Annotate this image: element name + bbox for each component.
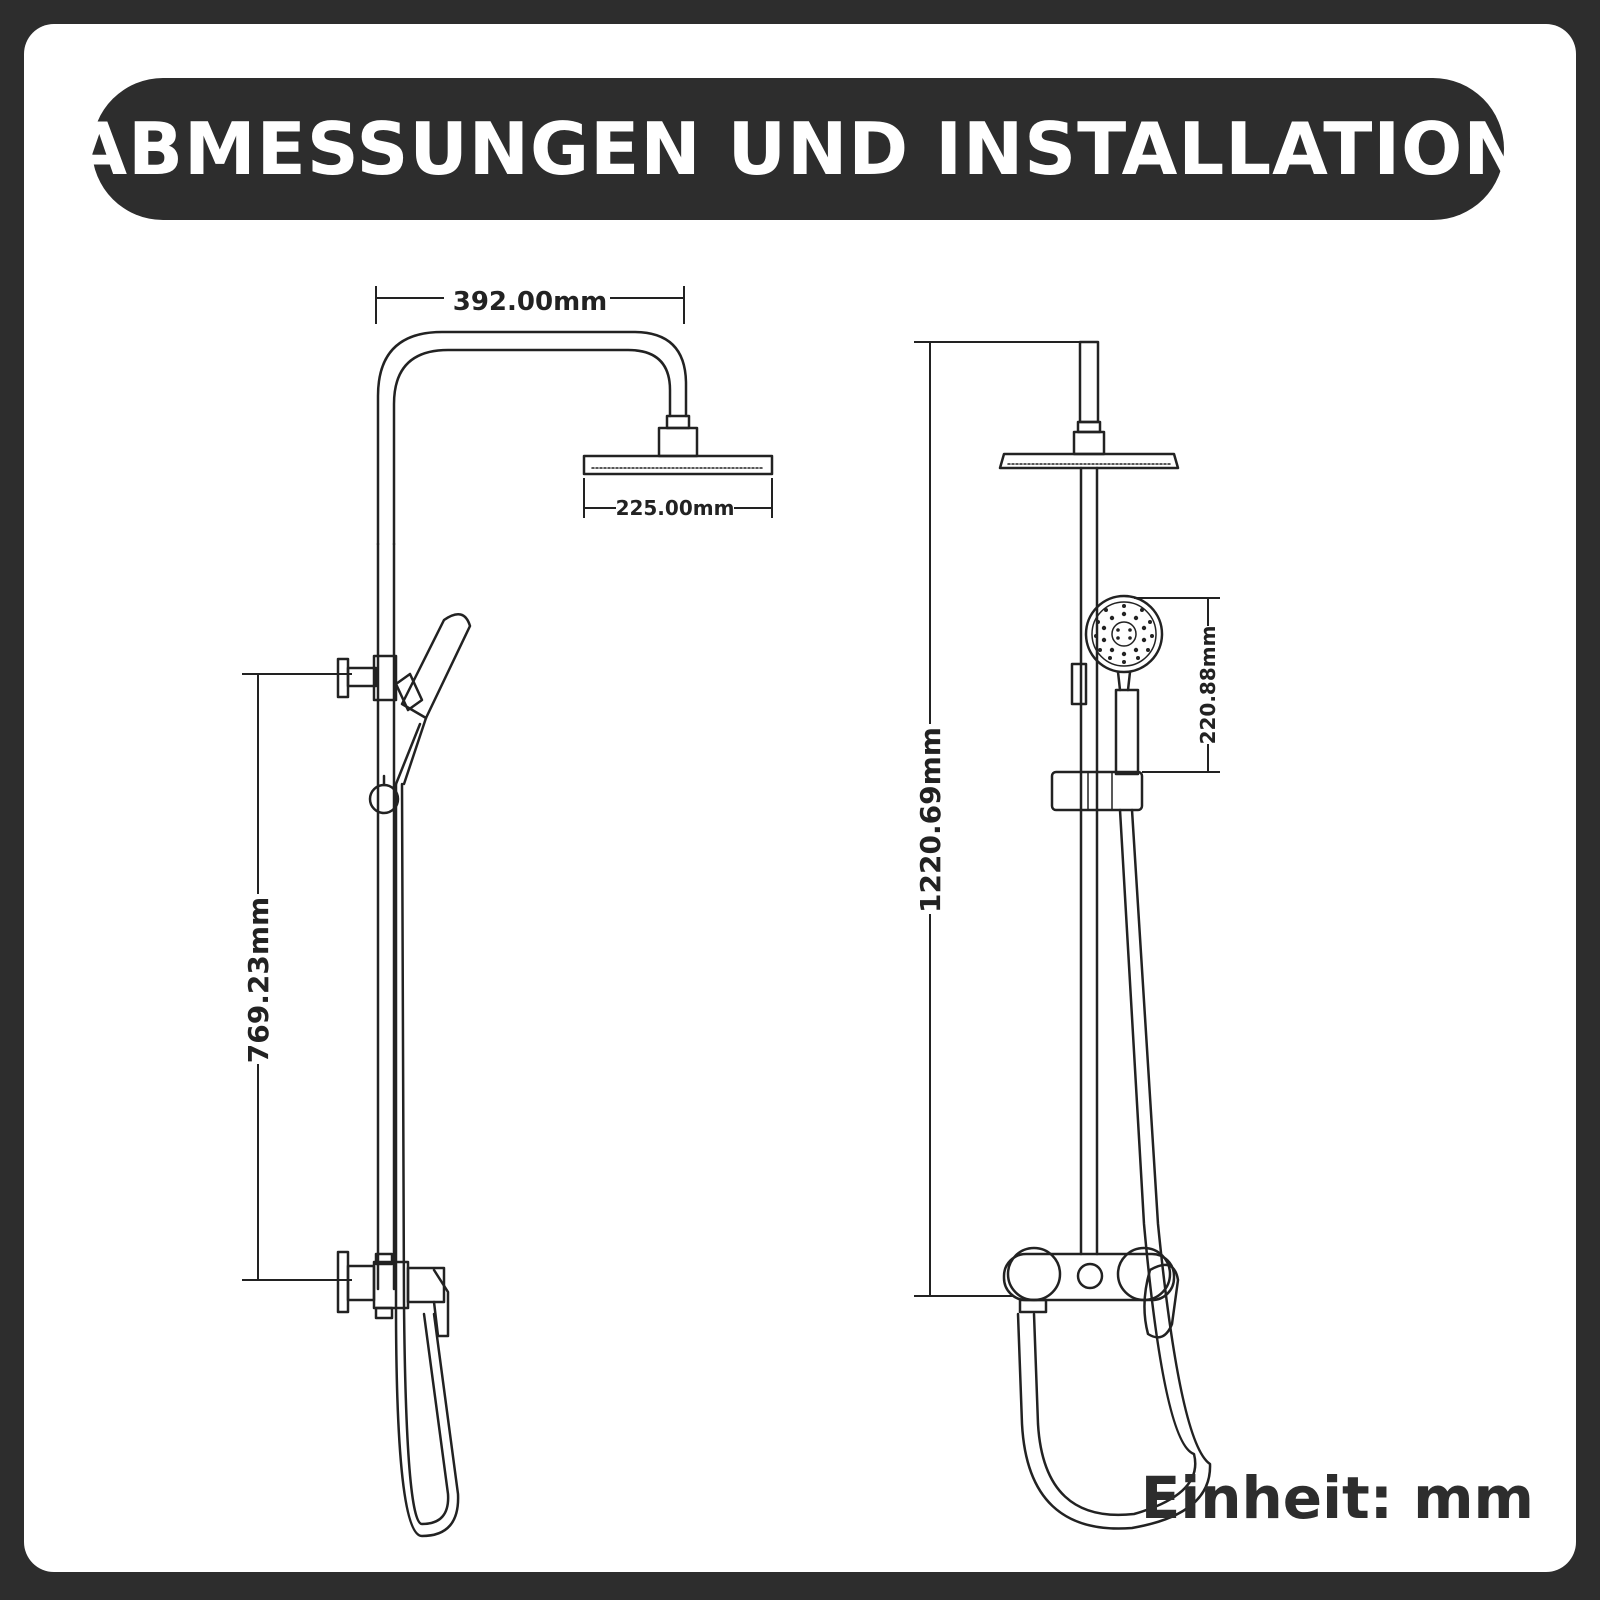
dim-mount-spacing: 769.23mm bbox=[242, 897, 275, 1063]
shower-diagram: 392.00mm 225.00mm 769.23mm 1220.69mm 220… bbox=[242, 286, 1220, 1538]
unit-label: Einheit: mm bbox=[1140, 1464, 1534, 1532]
title-banner: ABMESSUNGEN UND INSTALLATION bbox=[71, 78, 1524, 220]
nozzle-pattern bbox=[1094, 604, 1154, 664]
content-card: ABMESSUNGEN UND INSTALLATION bbox=[24, 24, 1576, 1572]
front-view-drawing bbox=[998, 340, 1212, 1530]
side-view-drawing bbox=[336, 330, 774, 1538]
dim-arm-width: 392.00mm bbox=[453, 287, 608, 317]
page-title: ABMESSUNGEN UND INSTALLATION bbox=[71, 107, 1525, 191]
dim-head-diameter: 225.00mm bbox=[616, 496, 735, 520]
dim-total-height: 1220.69mm bbox=[914, 727, 947, 913]
dim-handshower-height: 220.88mm bbox=[1196, 626, 1220, 745]
